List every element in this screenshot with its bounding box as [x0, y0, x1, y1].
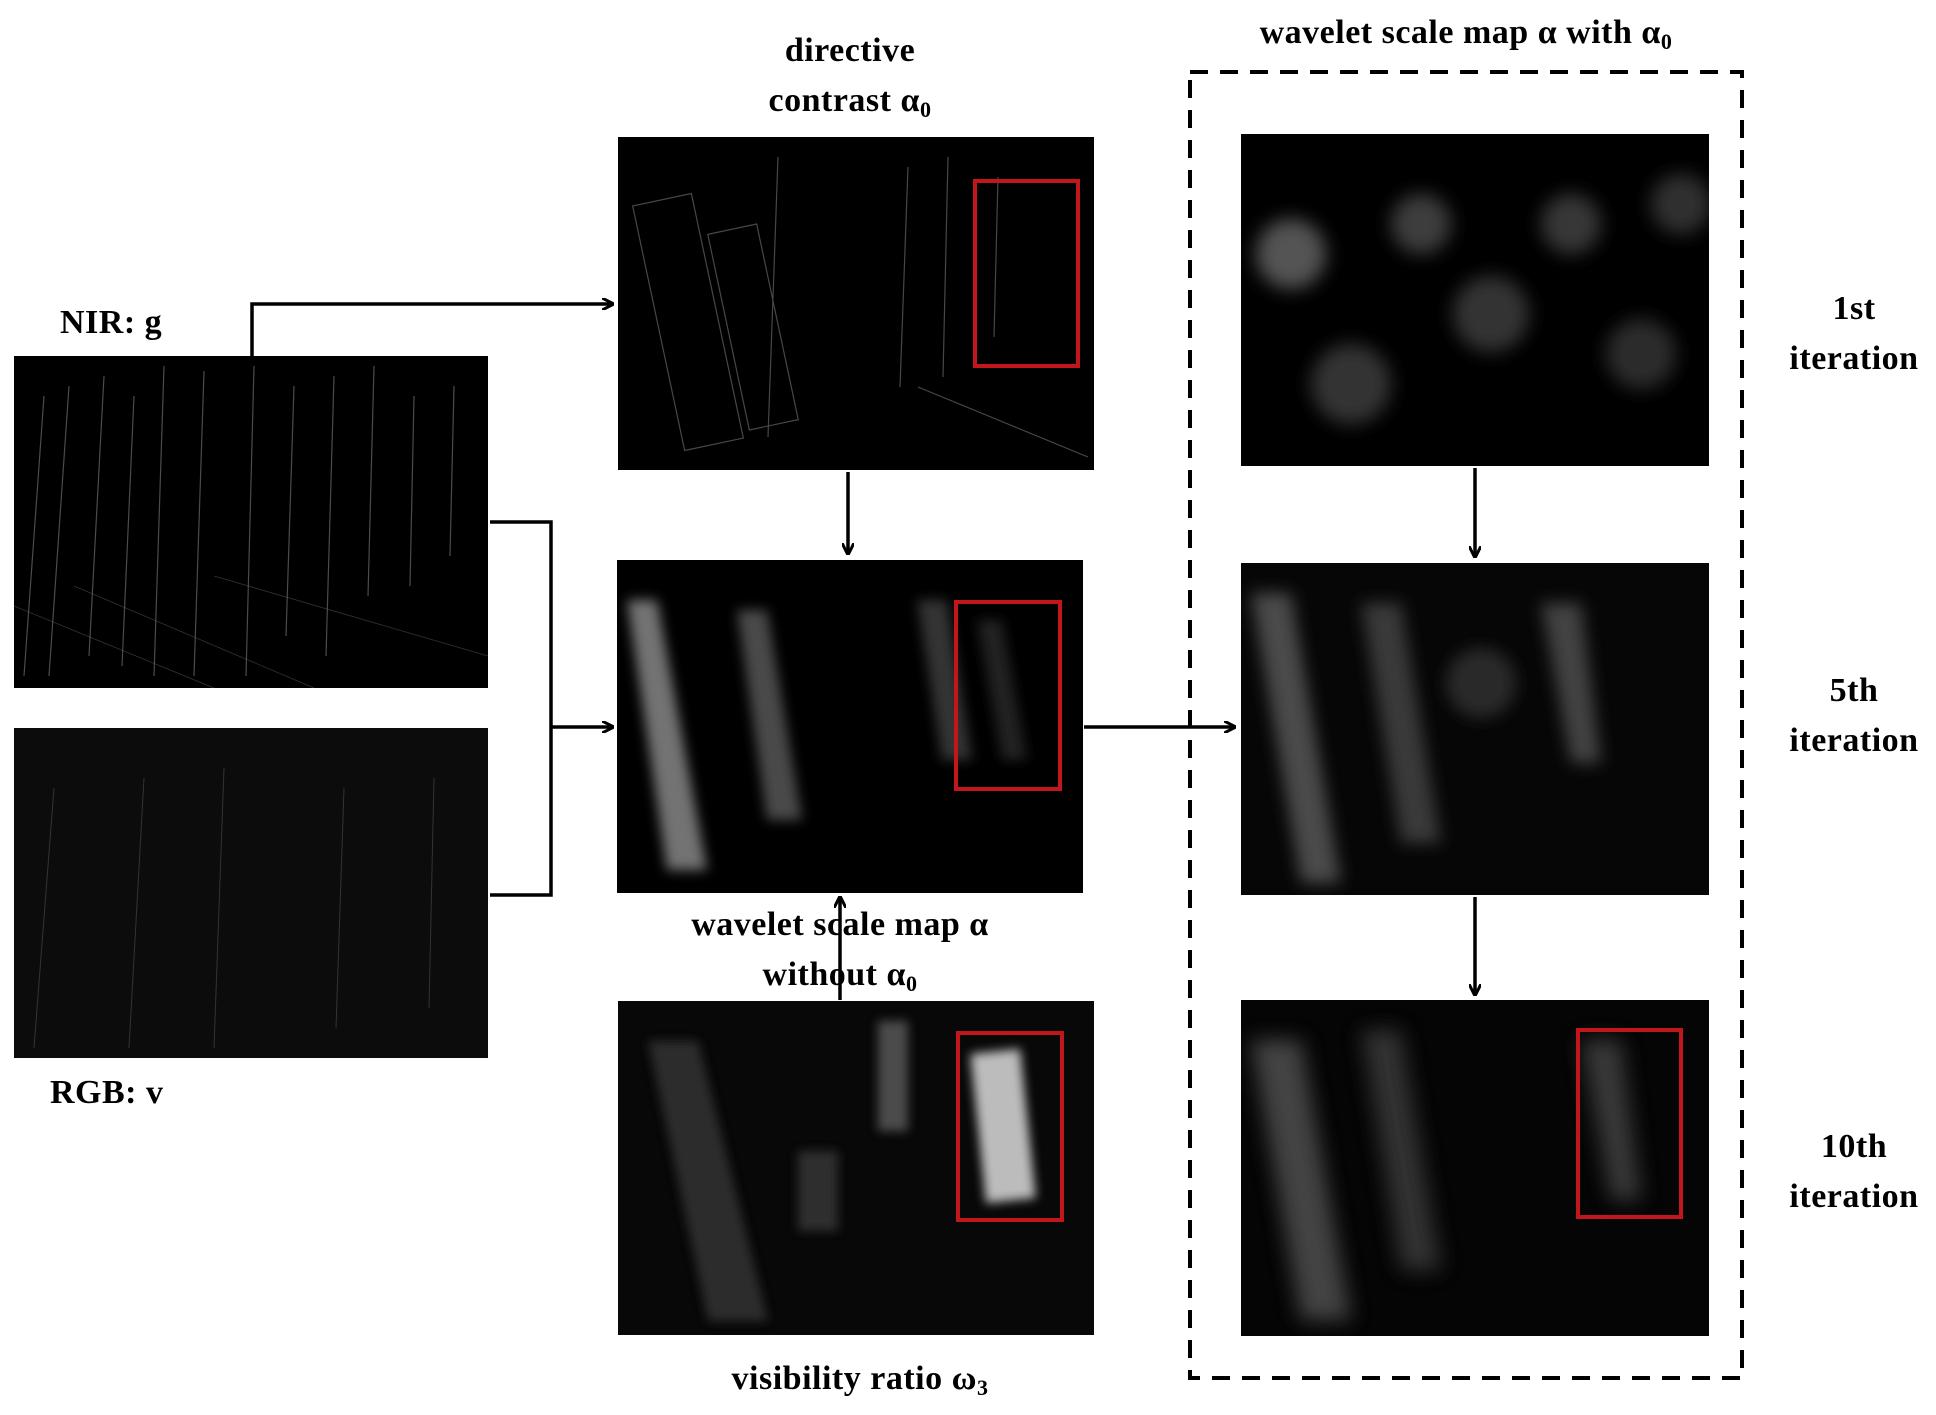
wsm-with-label-text: wavelet scale map α with α: [1259, 14, 1661, 51]
highlight-box-visibility: [956, 1031, 1064, 1222]
directive-label: directive contrast α0: [730, 26, 970, 135]
visibility-ratio-image: [618, 1001, 1094, 1335]
directive-label-sub: 0: [919, 97, 932, 122]
directive-label-line1: directive: [784, 32, 916, 69]
highlight-box-iter10: [1576, 1028, 1683, 1219]
bracket-nir: [490, 520, 553, 897]
iter1-texture: [1256, 174, 1709, 424]
wsm-with-iter1-image: [1241, 134, 1709, 466]
rgb-image: [14, 728, 488, 1058]
iteration-5-label: 5th iteration: [1772, 666, 1936, 766]
visibility-label-text: visibility ratio ω: [731, 1360, 977, 1397]
wsm-with-label-sub: 0: [1660, 29, 1673, 54]
wsm-without-label: wavelet scale map α without α0: [640, 900, 1040, 1009]
iteration-5-number: 5th: [1829, 672, 1879, 709]
wsm-without-texture: [627, 600, 1027, 870]
iteration-10-label: 10th iteration: [1772, 1122, 1936, 1222]
wsm-without-label-line1: wavelet scale map α: [691, 906, 989, 943]
iteration-5-word: iteration: [1789, 722, 1919, 759]
directive-contrast-image: [618, 137, 1094, 470]
rgb-label: RGB: v: [50, 1074, 164, 1111]
iteration-10-number: 10th: [1820, 1128, 1888, 1165]
highlight-box-wsm-without: [954, 600, 1062, 791]
wsm-without-label-sub: 0: [905, 971, 918, 996]
dashed-frame: [1188, 70, 1744, 1380]
iteration-1-number: 1st: [1832, 290, 1876, 327]
iter5-texture: [1251, 593, 1601, 883]
wsm-with-iter5-image: [1241, 563, 1709, 895]
nir-image: [14, 356, 488, 688]
visibility-label: visibility ratio ω3: [660, 1354, 1060, 1413]
iteration-1-word: iteration: [1789, 340, 1919, 377]
arrow-nir-to-directive: [250, 304, 612, 356]
nir-label: NIR: g: [60, 304, 163, 341]
rgb-texture: [33, 767, 435, 1049]
wavelet-scale-map-without-image: [617, 560, 1083, 893]
wsm-with-label: wavelet scale map α with α0: [1190, 8, 1742, 67]
iter10-texture: [1251, 1030, 1641, 1320]
visibility-texture: [648, 1021, 1036, 1321]
highlight-box-directive: [973, 179, 1080, 368]
wsm-without-label-line2: without α0: [640, 950, 1040, 1009]
wsm-without-label-text: without α: [762, 956, 906, 993]
directive-label-text: contrast α: [768, 82, 920, 119]
directive-texture: [631, 156, 1089, 458]
directive-label-line2: contrast α0: [730, 76, 970, 135]
visibility-label-sub: 3: [976, 1375, 989, 1400]
wsm-with-iter10-image: [1241, 1000, 1709, 1336]
nir-texture: [14, 365, 488, 688]
iteration-10-word: iteration: [1789, 1178, 1919, 1215]
iteration-1-label: 1st iteration: [1772, 284, 1936, 384]
